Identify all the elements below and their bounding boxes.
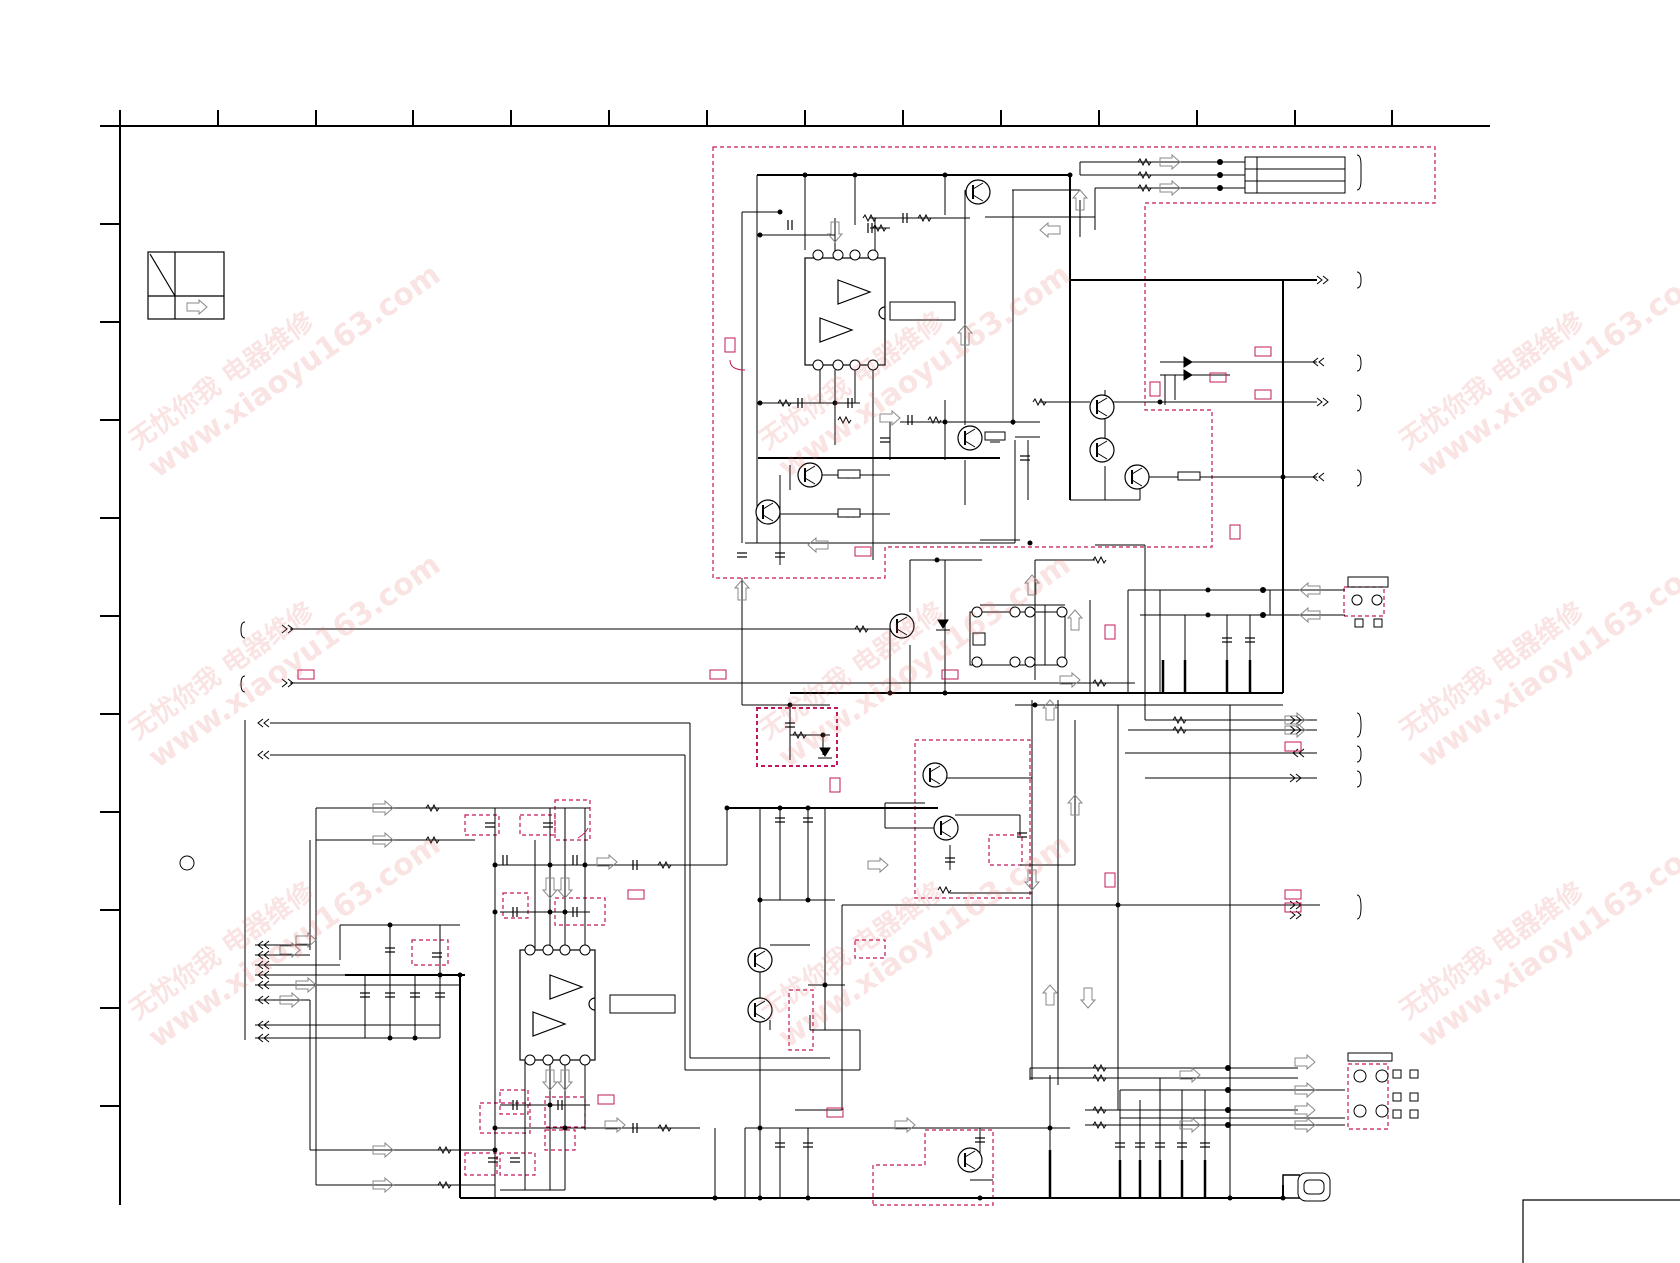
reference-markers xyxy=(297,337,1302,1118)
junction-dots xyxy=(387,159,1286,1201)
resistors xyxy=(425,158,1201,1189)
transistors xyxy=(747,179,1150,1173)
reference-circle xyxy=(179,855,195,871)
op-amps xyxy=(532,279,872,1037)
drawing-frame xyxy=(100,110,1680,1263)
signal-wiring xyxy=(244,161,1345,1202)
supply-rails xyxy=(345,174,1317,1199)
capacitors xyxy=(359,212,1256,1163)
module-boundaries xyxy=(411,146,1436,1206)
connectors xyxy=(240,154,1419,1119)
ic-pins xyxy=(524,249,1068,1066)
legend-box xyxy=(147,251,225,320)
diodes xyxy=(818,356,1193,759)
ground-lines xyxy=(1048,660,1252,1198)
